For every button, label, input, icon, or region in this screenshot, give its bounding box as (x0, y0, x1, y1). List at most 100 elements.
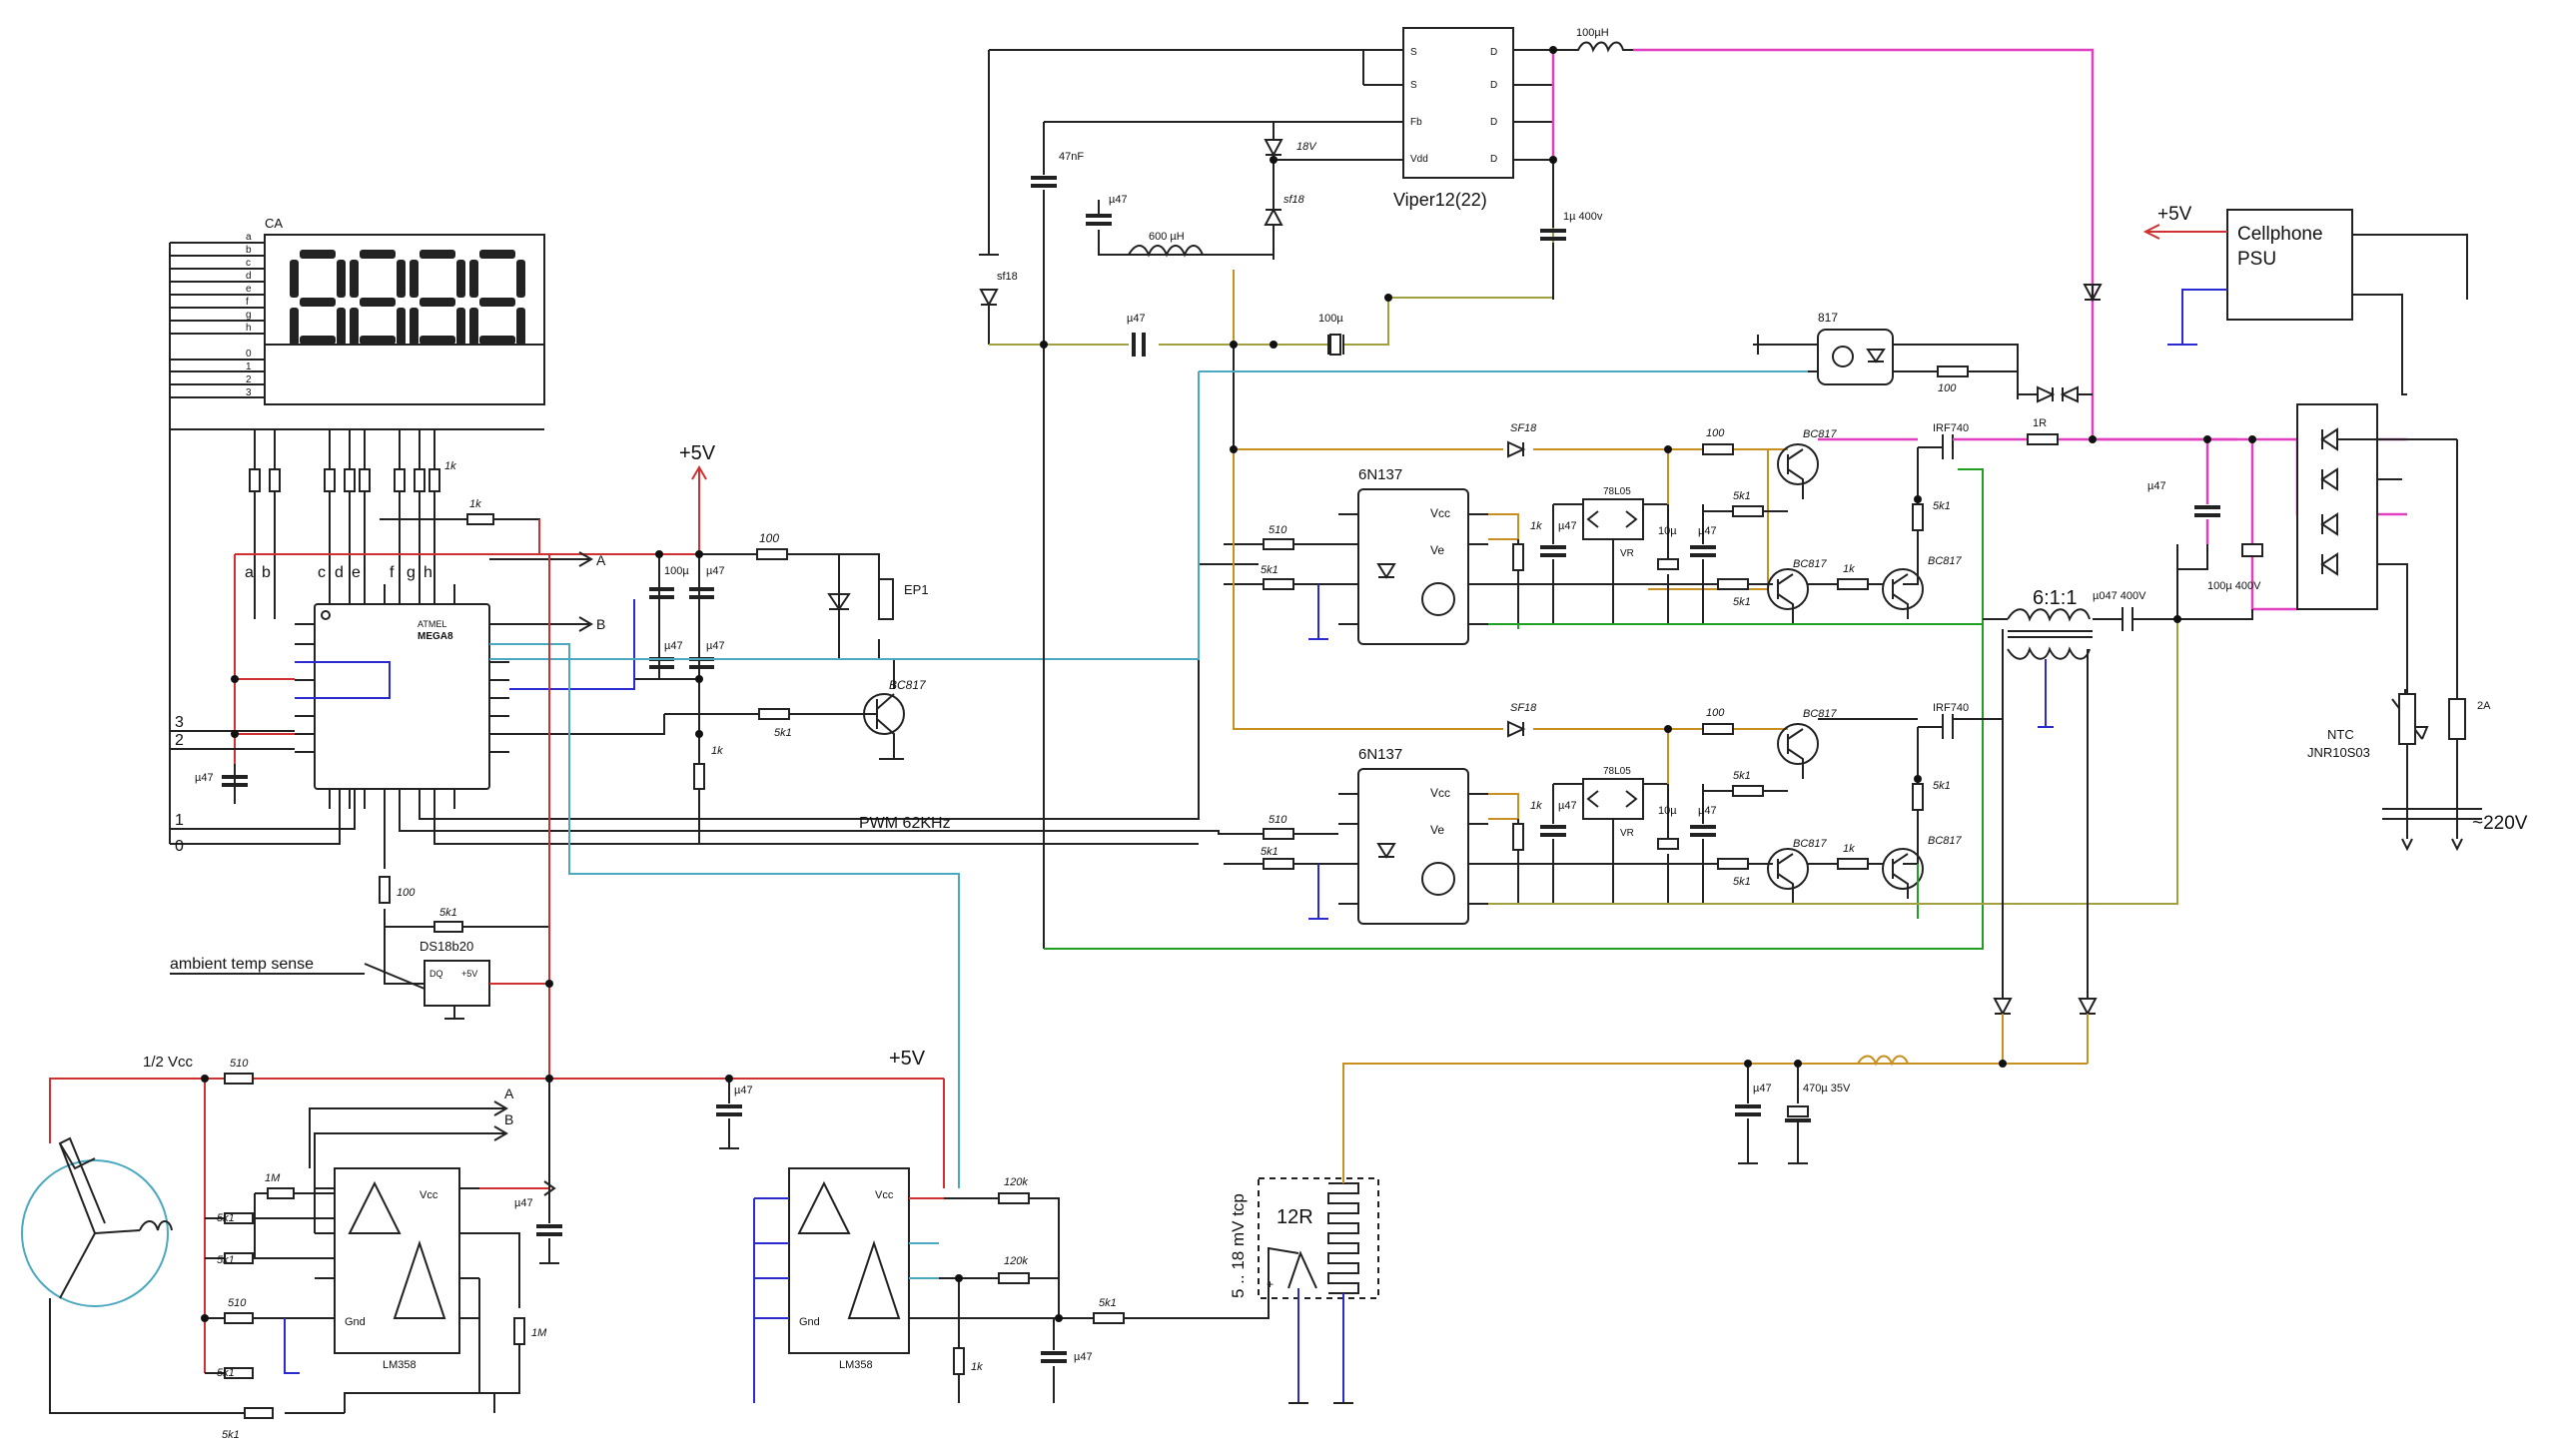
r-5k1-b5-label: 5k1 (1933, 780, 1951, 792)
seg-a-pin-label: a (245, 564, 254, 581)
seg-f-label: f (246, 297, 249, 308)
c-u47-mid-label: µ47 (734, 1085, 753, 1096)
display-ca-label: CA (265, 216, 283, 231)
digit-1-label: 1 (246, 362, 252, 372)
half-vcc-label: 1/2 Vcc (143, 1054, 194, 1071)
seven-segment-display: CA a b c d e f g h 0 1 2 3 (169, 216, 545, 844)
mcu-section: 1k a b c d e f g h 1k ATMEL MEGA8 +5V A … (170, 371, 1259, 1188)
xfmr-label: 6:1:1 (2033, 587, 2077, 609)
ds-5v-label: +5V (461, 969, 477, 979)
regulator-78l05-bottom (1582, 778, 1644, 820)
viper-label: Viper12(22) (1393, 190, 1487, 210)
c-u47-opamp-label: µ47 (514, 1197, 533, 1209)
r-1k-e-label: 1k (971, 1361, 983, 1373)
r-5k1-b2-label: 5k1 (1261, 846, 1278, 858)
r-1k-b3-label: 1k (1843, 843, 1855, 855)
thermocouple-dashed-box (1258, 1177, 1379, 1299)
ve-t-label: Ve (1430, 543, 1444, 557)
c-u47-t2-label: µ47 (1698, 525, 1717, 537)
seg-g-pin-label: g (407, 564, 416, 581)
r-1k-seg-label: 1k (444, 460, 456, 472)
c-u47-b3-label: µ47 (1698, 805, 1717, 817)
digit-3-label: 3 (246, 387, 252, 398)
r-1k-mcu-label: 1k (711, 745, 723, 757)
6n137-b-label: 6N137 (1358, 746, 1402, 763)
cellphone-psu-box (2226, 209, 2353, 321)
r-5k1-b-label: 5k1 (217, 1254, 235, 1266)
r-120k-b-label: 120k (1004, 1255, 1028, 1267)
ep1-label: EP1 (904, 582, 929, 597)
vr-t-label: VR (1620, 548, 1634, 559)
c-470u-label: 470µ 35V (1803, 1083, 1851, 1094)
bc817-t2-label: BC817 (1793, 558, 1828, 570)
r-100-bot-label: 100 (1706, 707, 1725, 719)
opamp-section-left: 1/2 Vcc 510 5k1 5k1 510 5k1 5k1 1M Vcc G… (21, 1054, 944, 1441)
atmega8-chip (314, 603, 490, 790)
opamp-section-middle: +5V µ47 Vcc Gnd LM358 120k 120k 5k1 1k µ… (716, 1048, 1269, 1403)
lm358-a-label: LM358 (383, 1359, 417, 1371)
digit-glyph-2 (350, 250, 406, 346)
irf740-t-label: IRF740 (1933, 422, 1969, 434)
bc817-bottom-3 (1882, 848, 1924, 890)
gnd-b-label: Gnd (799, 1316, 820, 1328)
out-b2-label: B (504, 1111, 513, 1127)
r-5k1-ds-label: 5k1 (439, 907, 457, 919)
driver-bottom-section: SF18 100 BC817 IRF740 5k1 6N137 Vcc Ve 5… (1219, 449, 2178, 925)
bc817-bottom-2 (1767, 848, 1809, 890)
r-100-ds-label: 100 (397, 887, 416, 899)
lm358-left-chip (334, 1167, 460, 1354)
r-100-top-label: 100 (1706, 427, 1725, 439)
digit-2-bus-label: 2 (175, 732, 184, 749)
regulator-78l05-top (1582, 498, 1644, 540)
c-u47-t-label: µ47 (1558, 520, 1577, 532)
viper-supply-section: S S Fb Vdd D D D D Viper12(22) sf18 47nF… (979, 27, 2095, 949)
ntc-label: NTC (2327, 727, 2354, 742)
seg-h-label: h (246, 323, 252, 334)
digit-0-bus-label: 0 (175, 838, 184, 855)
vcc-a-label: Vcc (420, 1189, 438, 1201)
digit-2-label: 2 (246, 374, 252, 385)
r-5k1-a-label: 5k1 (217, 1212, 235, 1224)
c-u47-b-label: µ47 (664, 640, 683, 652)
seg-c-pin-label: c (318, 564, 326, 581)
out-b-label: B (596, 616, 605, 632)
ds-dq-label: DQ (429, 969, 443, 979)
c-u47-b2-label: µ47 (1558, 800, 1577, 812)
seg-f-pin-label: f (390, 564, 395, 581)
c-10u-b-label: 10µ (1658, 805, 1677, 817)
bc817-b3-label: BC817 (1928, 835, 1963, 847)
motor-winding-circle (21, 1159, 169, 1307)
digit-glyph-4 (469, 250, 525, 346)
6n137-top-chip (1357, 488, 1469, 645)
irf740-b-label: IRF740 (1933, 702, 1969, 714)
pin-vdd-label: Vdd (1410, 154, 1428, 165)
r-100-label: 100 (759, 531, 779, 545)
c-u47-v-label: µ47 (1109, 194, 1128, 206)
fuse-label: 2A (2477, 700, 2491, 712)
out-a-label: A (596, 552, 606, 568)
opto-817-section: 817 100 (1199, 284, 2103, 403)
vr-b-label: VR (1620, 828, 1634, 839)
plus5v-psu-label: +5V (2157, 204, 2192, 225)
bc817-b2-label: BC817 (1793, 838, 1828, 850)
l-600u-label: 600 µH (1149, 231, 1185, 243)
ds18b20-sensor (424, 960, 490, 1007)
seg-b-label: b (246, 245, 252, 256)
ve-b-label: Ve (1430, 823, 1444, 837)
digit-glyph-3 (410, 250, 465, 346)
bc817-top-1 (1777, 443, 1819, 485)
bc817-t1-label: BC817 (1803, 428, 1838, 440)
r-1k-top-label: 1k (469, 498, 481, 510)
driver-top-section: SF18 100 BC817 IRF740 1R 5k1 6N137 Vcc V… (1044, 417, 2237, 950)
c-u47-v2-label: µ47 (1127, 313, 1146, 325)
lm358-middle-chip (788, 1167, 910, 1354)
pwm-label: PWM 62KHz (859, 815, 951, 832)
junction-dots (201, 46, 2256, 1322)
r-5k1-e-label: 5k1 (1099, 1297, 1117, 1309)
tc-range-label: 5 .. 18 mV tcp (1229, 1193, 1248, 1298)
seg-e-pin-label: e (352, 564, 361, 581)
bc817-t3-label: BC817 (1928, 555, 1963, 567)
r-5k1-b3-label: 5k1 (1733, 770, 1751, 782)
reg-t-label: 78L05 (1603, 486, 1631, 497)
